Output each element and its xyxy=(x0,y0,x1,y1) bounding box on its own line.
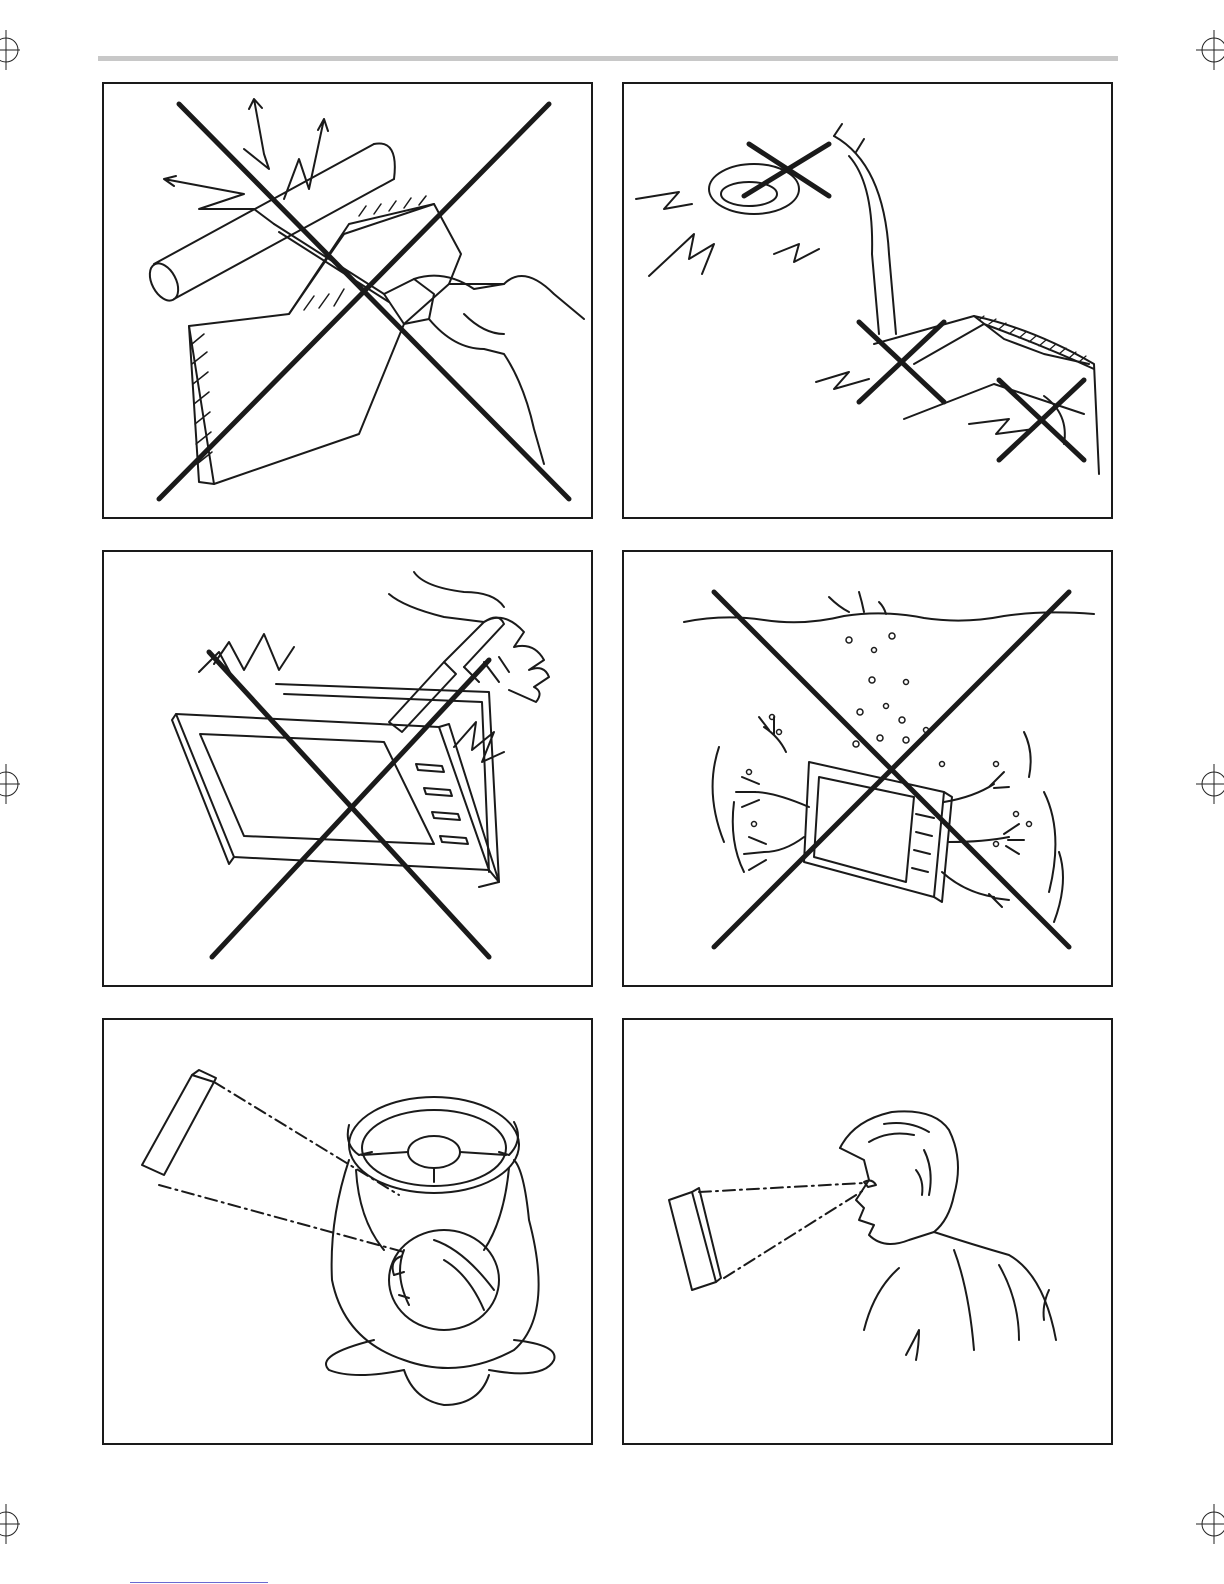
registration-mark-bottom-right xyxy=(1196,1504,1224,1544)
illustration-no-drilling xyxy=(102,82,593,519)
cable-drawing xyxy=(624,84,1111,517)
registration-mark-mid-right xyxy=(1196,764,1224,804)
header-rule xyxy=(98,56,1118,61)
passenger-drawing xyxy=(624,1020,1111,1443)
registration-mark-top-left xyxy=(0,30,20,70)
drilling-drawing xyxy=(104,84,591,517)
illustration-no-water xyxy=(622,550,1113,987)
registration-mark-top-right xyxy=(1196,30,1224,70)
registration-mark-bottom-left xyxy=(0,1504,20,1544)
illustration-no-cable-damage xyxy=(622,82,1113,519)
registration-mark-mid-left xyxy=(0,764,20,804)
driver-drawing xyxy=(104,1020,591,1443)
illustration-passenger-view xyxy=(622,1018,1113,1445)
disassembly-drawing xyxy=(104,552,591,985)
water-drawing xyxy=(624,552,1111,985)
footer-rule xyxy=(130,1582,268,1583)
illustration-no-disassembly xyxy=(102,550,593,987)
illustration-driver-view xyxy=(102,1018,593,1445)
